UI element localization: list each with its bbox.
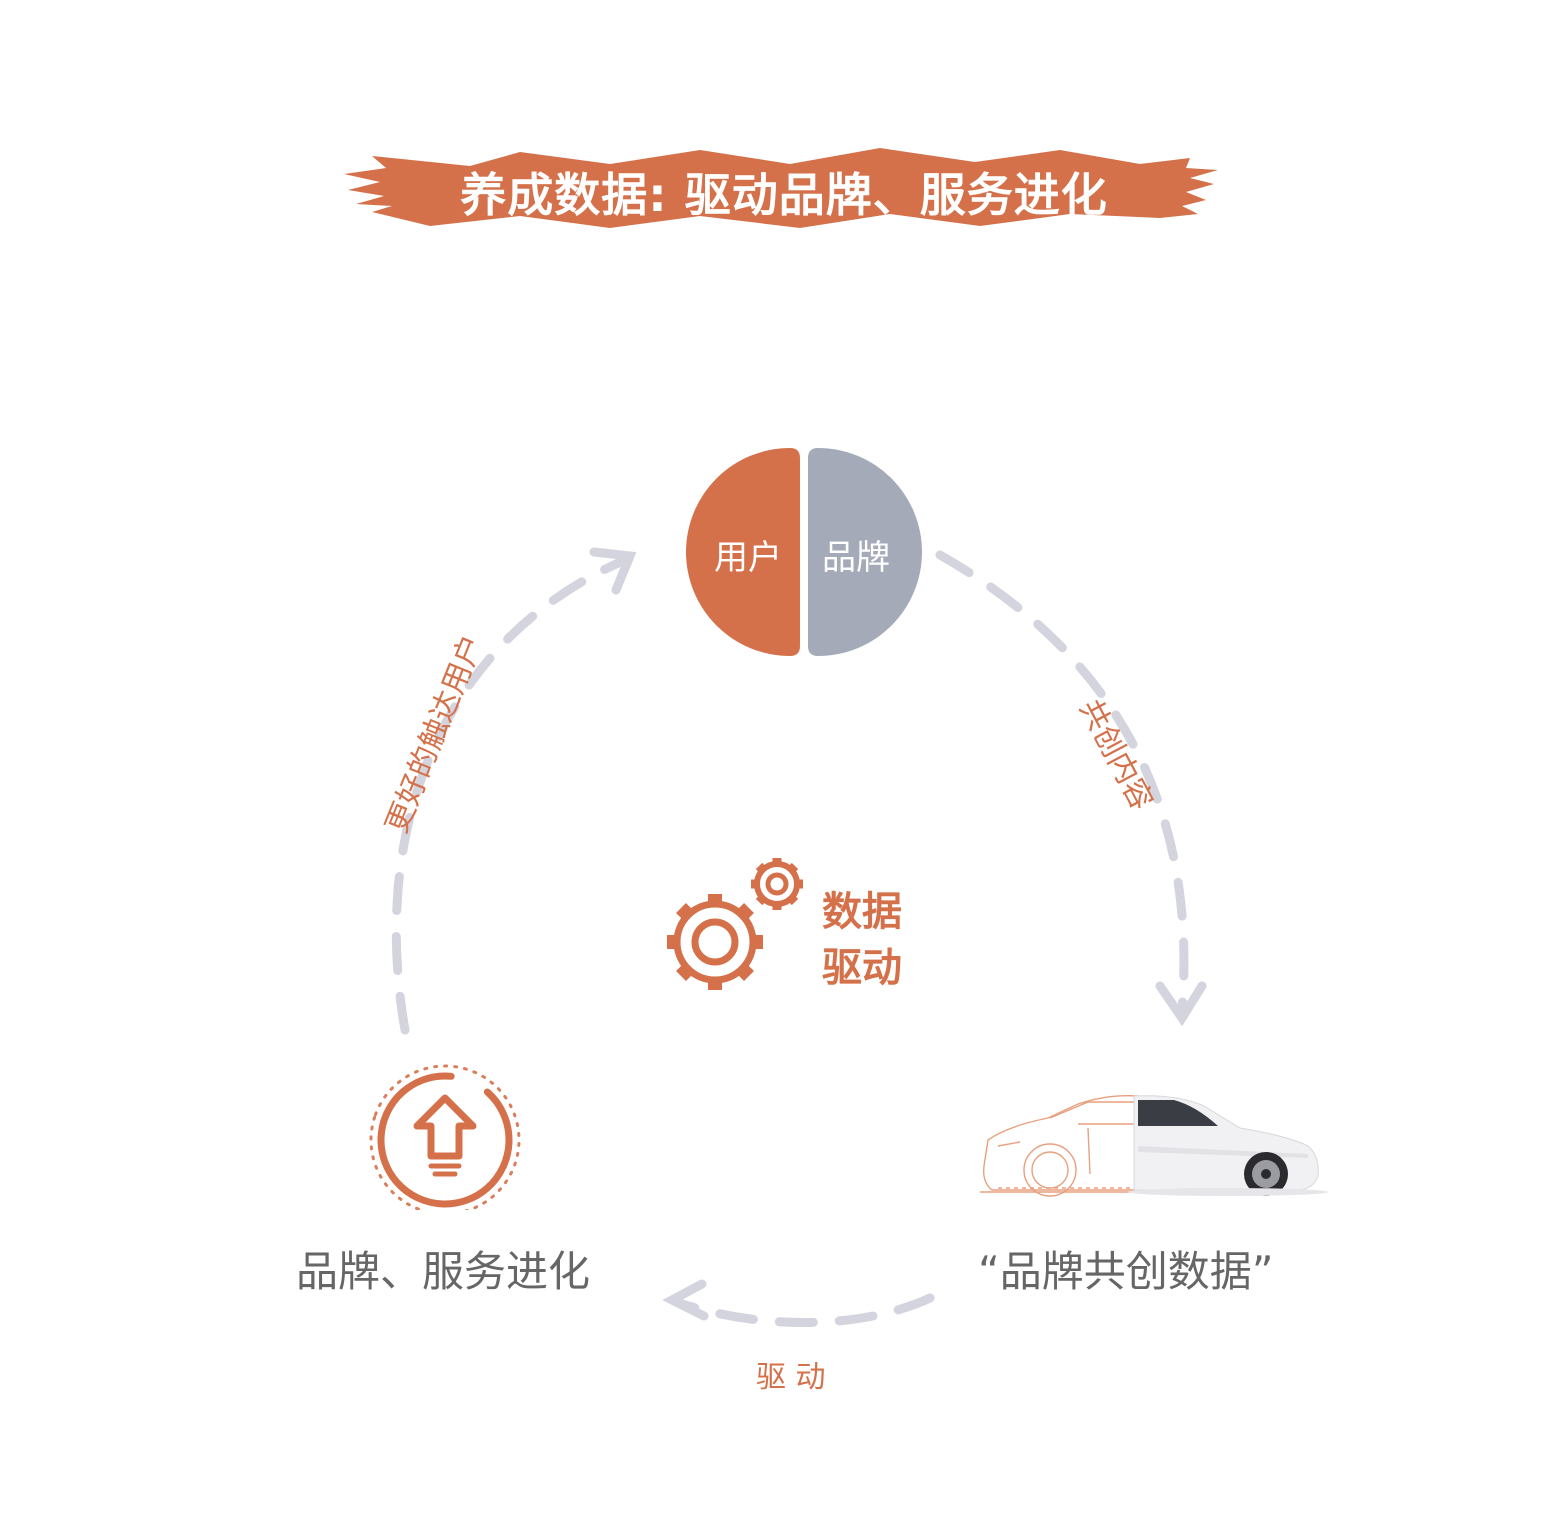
center-label-line2: 驱动 <box>822 945 902 991</box>
arc-left-path <box>391 555 630 1035</box>
arc-label-drive: 驱 动 <box>756 1360 826 1395</box>
hub-label-brand: 品牌 <box>822 538 890 578</box>
car-icon <box>980 1094 1328 1197</box>
arc-right-arrowhead <box>1155 981 1207 1027</box>
hub-left-half <box>686 448 800 656</box>
arc-right-path <box>935 550 1189 1015</box>
center-label: 数据 驱动 <box>822 884 932 996</box>
title-banner <box>344 148 1218 228</box>
arc-bottom-path <box>671 1293 935 1328</box>
hub-label-user: 用户 <box>714 538 782 578</box>
center-label-line1: 数据 <box>822 889 902 935</box>
gears-icon <box>667 858 803 990</box>
hub-right-half <box>808 448 922 656</box>
node-label-brand-evolution: 品牌、服务进化 <box>296 1247 591 1296</box>
arc-bottom-arrowhead <box>662 1279 709 1321</box>
upgrade-arrow-icon <box>369 1064 521 1210</box>
arc-left-arrowhead <box>589 547 637 595</box>
page-title: 养成数据: 驱动品牌、服务进化 <box>460 168 1108 222</box>
node-label-cocreated-data: “品牌共创数据” <box>978 1247 1274 1296</box>
